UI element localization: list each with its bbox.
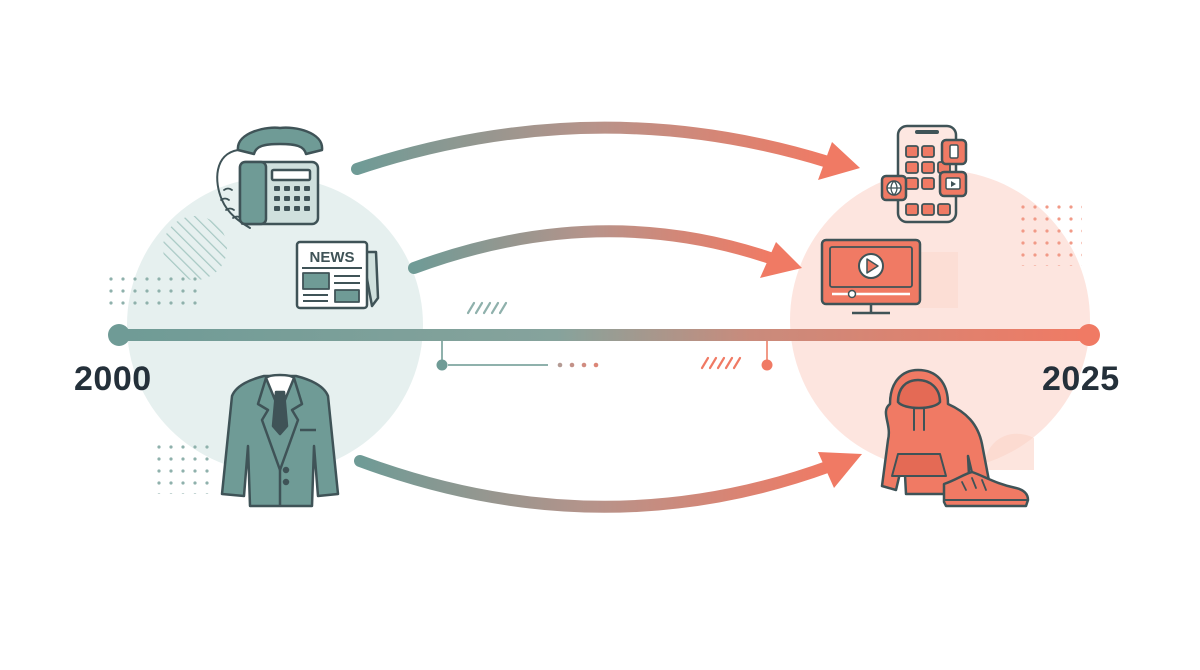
newspaper-icon: NEWS: [295, 240, 380, 310]
start-year-label: 2000: [74, 360, 152, 398]
streaming-tv-icon: [820, 238, 922, 315]
hash-marks-teal: [466, 301, 508, 315]
hatch-decoration: [163, 216, 227, 280]
dot-grid-decoration-left-bottom: [156, 440, 216, 494]
dot-grid-decoration-right: [1016, 204, 1082, 266]
timeline-start-node: [108, 324, 130, 346]
business-suit-icon: [220, 373, 340, 508]
arrow-suit-to-hoodie: [354, 452, 862, 513]
coral-marker: [761, 341, 773, 371]
arrow-newspaper-to-tv: [408, 225, 802, 278]
arrow-phone-to-smartphone: [351, 121, 860, 180]
hoodie-sneakers-icon: [880, 368, 1030, 508]
newspaper-masthead: NEWS: [310, 249, 355, 266]
end-year-label: 2025: [1042, 360, 1120, 398]
faint-square-decoration: [918, 252, 958, 308]
faint-shape-decoration: [984, 433, 1034, 470]
dot-grid-decoration-left-top: [104, 274, 200, 310]
landline-phone-icon: [216, 126, 324, 229]
hash-marks-coral: [700, 356, 742, 370]
smartphone-apps-icon: [880, 124, 968, 224]
teal-marker: [436, 341, 599, 371]
timeline-end-node: [1078, 324, 1100, 346]
